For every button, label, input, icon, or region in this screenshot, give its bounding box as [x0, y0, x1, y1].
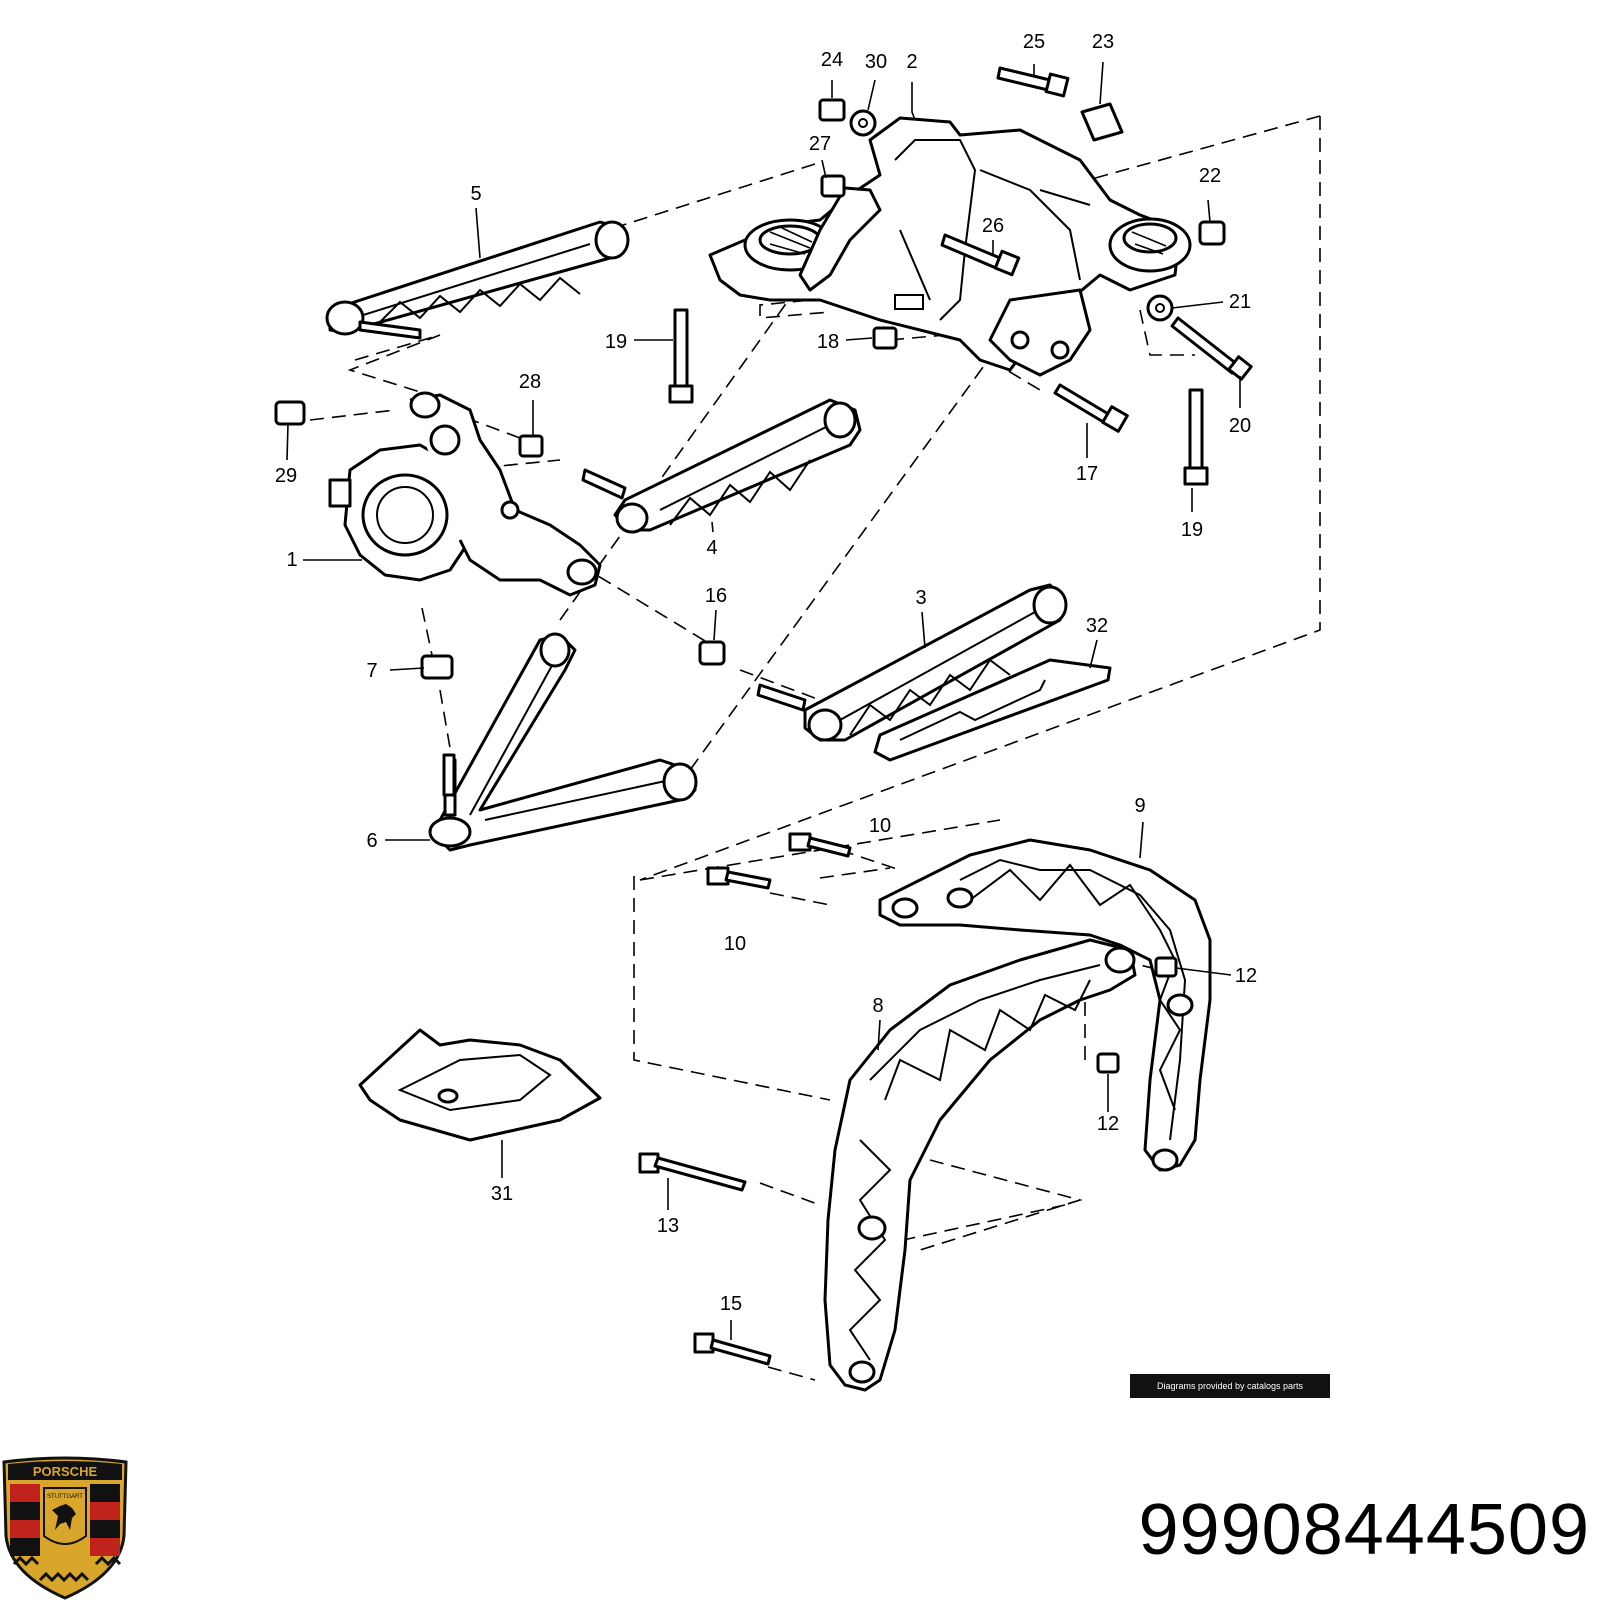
part-number: 99908444509: [1138, 1490, 1590, 1570]
bolt-19b: [1183, 388, 1209, 486]
label-4: 4: [706, 537, 717, 559]
label-6: 6: [366, 830, 377, 852]
label-31: 31: [491, 1183, 513, 1205]
control-arm-4: [581, 398, 862, 534]
label-29: 29: [275, 465, 297, 487]
label-10-upper: 10: [869, 815, 891, 837]
nut-16: [698, 640, 726, 666]
label-21: 21: [1229, 291, 1251, 313]
label-24: 24: [821, 49, 843, 71]
label-8: 8: [872, 995, 883, 1017]
label-26: 26: [982, 215, 1004, 237]
label-12-lower: 12: [1097, 1113, 1119, 1135]
crossmember-8: [823, 938, 1137, 1392]
cover-32: [873, 658, 1112, 762]
bolt-10a: [788, 832, 852, 858]
bolt-17: [1053, 383, 1129, 433]
control-arm-3: [756, 583, 1068, 742]
washer-21: [1146, 294, 1174, 322]
label-13: 13: [657, 1215, 679, 1237]
wishbone-6: [428, 632, 698, 852]
leader-lines: [286, 61, 1241, 1340]
label-12-right: 12: [1235, 965, 1257, 987]
nut-27: [820, 174, 846, 198]
bolts: [442, 66, 1253, 1366]
label-20: 20: [1229, 415, 1251, 437]
nut-22: [1198, 220, 1226, 246]
label-3: 3: [915, 587, 926, 609]
label-30: 30: [865, 51, 887, 73]
label-19-upper: 19: [605, 331, 627, 353]
stud-6: [442, 753, 456, 797]
label-10-lower: 10: [724, 933, 746, 955]
nut-12b: [1096, 1052, 1120, 1074]
label-28: 28: [519, 371, 541, 393]
bolt-19a: [668, 308, 694, 404]
bolt-20: [1170, 316, 1253, 381]
label-15: 15: [720, 1293, 742, 1315]
label-2: 2: [906, 51, 917, 73]
bolt-25: [996, 66, 1070, 98]
cover-31: [358, 1028, 602, 1142]
label-7: 7: [366, 660, 377, 682]
washer-30: [849, 109, 877, 137]
bolt-13: [638, 1152, 747, 1192]
label-5: 5: [470, 183, 481, 205]
bolt-10b: [706, 866, 772, 890]
callout-labels: 24 30 2 25 23 27 5 26 22 21 19 18 20 17 …: [275, 31, 1257, 1315]
label-17: 17: [1076, 463, 1098, 485]
label-19-lower: 19: [1181, 519, 1203, 541]
clip-23: [1080, 102, 1124, 142]
svg-text:PORSCHE: PORSCHE: [33, 1464, 98, 1479]
svg-text:STUTTGART: STUTTGART: [47, 1494, 83, 1500]
bolt-15: [693, 1332, 772, 1366]
nut-7: [420, 654, 454, 680]
label-16: 16: [705, 585, 727, 607]
nut-28: [518, 434, 544, 458]
label-1: 1: [286, 549, 297, 571]
porsche-crest-logo: PORSCHE STUTTGART: [2, 1456, 128, 1600]
label-23: 23: [1092, 31, 1114, 53]
control-arm-5: [325, 220, 630, 340]
label-22: 22: [1199, 165, 1221, 187]
nut-29: [274, 400, 306, 426]
label-27: 27: [809, 133, 831, 155]
nut-18: [872, 326, 898, 350]
crossmember-9: [878, 838, 1212, 1172]
bolt-26: [940, 233, 1021, 277]
nut-24: [818, 98, 846, 122]
label-9: 9: [1134, 795, 1145, 817]
label-25: 25: [1023, 31, 1045, 53]
label-18: 18: [817, 331, 839, 353]
nuts: [274, 98, 1226, 1074]
diagram-credit: Diagrams provided by catalogs parts: [1130, 1374, 1330, 1398]
label-32: 32: [1086, 615, 1108, 637]
wheel-carrier-1: [328, 391, 602, 597]
nut-12a: [1154, 956, 1178, 978]
